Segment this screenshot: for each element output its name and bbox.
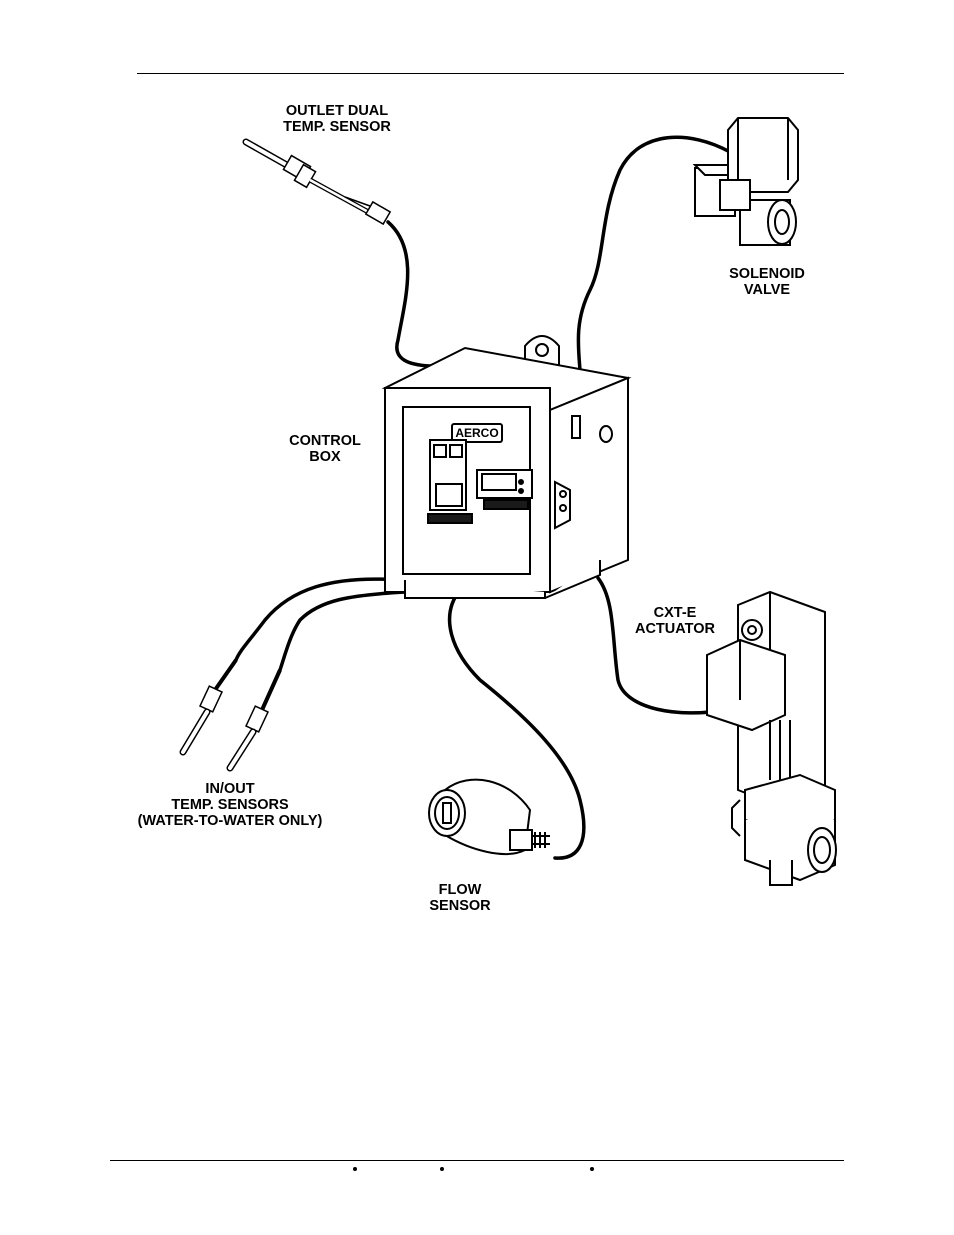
label-line: SENSOR [429,898,491,914]
flow-sensor [428,778,550,856]
footer-bullet [440,1167,444,1171]
label-flow-sensor: FLOW SENSOR [405,882,515,914]
label-line: OUTLET DUAL [285,103,389,119]
inout-temp-sensors [179,658,282,772]
label-solenoid-valve: SOLENOID VALVE [707,266,827,298]
label-cxt-e-actuator: CXT-E ACTUATOR [615,605,735,637]
control-box [381,335,632,599]
label-line: ACTUATOR [634,621,715,637]
label-line: SOLENOID [729,266,805,282]
footer-rule [110,1160,844,1161]
cxt-e-actuator [706,590,837,886]
label-line: TEMP. SENSOR [283,119,391,135]
footer-bullet [353,1167,357,1171]
outlet-temp-sensor [242,138,392,226]
header-rule [137,73,844,74]
control-box-logo: AERCO [455,426,498,440]
label-outlet-dual-temp-sensor: OUTLET DUAL TEMP. SENSOR [262,103,412,135]
label-inout-temp-sensors: IN/OUT TEMP. SENSORS (WATER-TO-WATER ONL… [120,781,340,829]
label-line: CXT-E [653,605,697,621]
solenoid-valve [692,117,799,246]
label-line: VALVE [743,282,791,298]
wiring-cables [234,135,732,860]
label-line: TEMP. SENSORS [171,797,289,813]
label-control-box: CONTROL BOX [270,433,380,465]
footer-bullet [590,1167,594,1171]
label-line: FLOW [438,882,482,898]
label-line: (WATER-TO-WATER ONLY) [137,813,323,829]
label-line: IN/OUT [205,781,255,797]
label-line: BOX [309,449,341,465]
label-line: CONTROL [289,433,361,449]
